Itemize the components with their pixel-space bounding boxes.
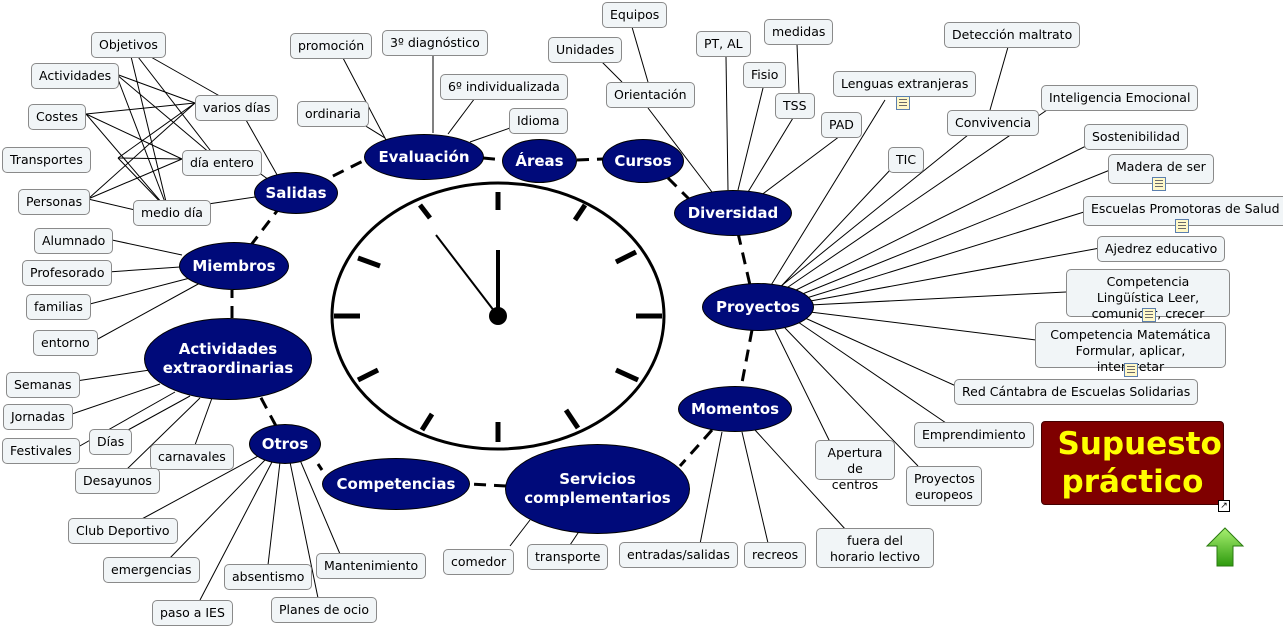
leaf-equipos[interactable]: Equipos xyxy=(602,2,668,28)
leaf-entorno[interactable]: entorno xyxy=(33,330,98,356)
leaf-sostenibilidad[interactable]: Sostenibilidad xyxy=(1084,124,1188,150)
leaf-pt-al[interactable]: PT, AL xyxy=(696,31,751,57)
note-icon[interactable] xyxy=(1124,363,1138,377)
leaf-mantenimiento[interactable]: Mantenimiento xyxy=(316,553,427,579)
hub-areas[interactable]: Áreas xyxy=(502,139,577,183)
leaf-absentismo[interactable]: absentismo xyxy=(224,564,313,590)
leaf-alumnado[interactable]: Alumnado xyxy=(34,228,114,254)
leaf-ajedrez-educativo[interactable]: Ajedrez educativo xyxy=(1097,236,1226,262)
leaf-6-individualizada[interactable]: 6º individualizada xyxy=(440,74,568,100)
up-arrow-icon[interactable] xyxy=(1205,526,1245,568)
hub-competencias[interactable]: Competencias xyxy=(322,458,470,510)
leaf-planes-de-ocio[interactable]: Planes de ocio xyxy=(271,597,378,623)
leaf-tss[interactable]: TSS xyxy=(775,93,815,119)
leaf-comedor[interactable]: comedor xyxy=(443,549,515,575)
clock-icon xyxy=(330,181,666,451)
hub-salidas[interactable]: Salidas xyxy=(254,172,338,214)
leaf-red-cantabra[interactable]: Red Cántabra de Escuelas Solidarias xyxy=(954,379,1199,405)
hub-cursos[interactable]: Cursos xyxy=(602,139,684,183)
leaf-proyectos-europeos[interactable]: Proyectos europeos xyxy=(906,466,982,506)
hub-otros[interactable]: Otros xyxy=(249,424,321,464)
leaf-promocion[interactable]: promoción xyxy=(290,33,373,59)
leaf-competencia-matematica[interactable]: Competencia Matemática Formular, aplicar… xyxy=(1035,322,1226,374)
hub-diversidad[interactable]: Diversidad xyxy=(674,190,792,236)
note-icon[interactable] xyxy=(896,96,910,110)
leaf-actividades[interactable]: Actividades xyxy=(31,63,120,89)
leaf-festivales[interactable]: Festivales xyxy=(2,438,80,464)
leaf-apertura-de-centros[interactable]: Apertura de centros xyxy=(815,440,895,492)
leaf-3-diagnostico[interactable]: 3º diagnóstico xyxy=(382,30,488,56)
supuesto-practico-label: Supuesto práctico xyxy=(1057,426,1222,500)
leaf-tic[interactable]: TIC xyxy=(888,147,925,173)
leaf-medidas[interactable]: medidas xyxy=(764,19,834,45)
leaf-objetivos[interactable]: Objetivos xyxy=(91,32,166,58)
hub-proyectos[interactable]: Proyectos xyxy=(702,283,814,331)
leaf-inteligencia-emocional[interactable]: Inteligencia Emocional xyxy=(1041,85,1199,111)
leaf-costes[interactable]: Costes xyxy=(28,104,86,130)
leaf-transporte[interactable]: transporte xyxy=(527,544,609,570)
leaf-dias[interactable]: Días xyxy=(89,429,133,455)
leaf-ordinaria[interactable]: ordinaria xyxy=(297,101,369,127)
hub-miembros[interactable]: Miembros xyxy=(179,242,289,290)
leaf-familias[interactable]: familias xyxy=(26,294,91,320)
leaf-convivencia[interactable]: Convivencia xyxy=(947,110,1040,136)
leaf-recreos[interactable]: recreos xyxy=(744,542,807,568)
leaf-carnavales[interactable]: carnavales xyxy=(150,444,234,470)
note-icon[interactable] xyxy=(1142,308,1156,322)
note-icon[interactable] xyxy=(1175,219,1189,233)
leaf-competencia-linguistica[interactable]: Competencia Lingüística Leer, comunicar,… xyxy=(1066,269,1230,321)
leaf-fuera-del-horario-lectivo[interactable]: fuera del horario lectivo xyxy=(816,528,934,568)
leaf-lenguas-extranjeras[interactable]: Lenguas extranjeras xyxy=(833,71,977,97)
leaf-fisio[interactable]: Fisio xyxy=(743,62,787,88)
leaf-club-deportivo[interactable]: Club Deportivo xyxy=(68,518,178,544)
leaf-idioma[interactable]: Idioma xyxy=(509,108,568,134)
leaf-profesorado[interactable]: Profesorado xyxy=(22,260,113,286)
leaf-medio-dia[interactable]: medio día xyxy=(133,200,211,226)
leaf-paso-a-ies[interactable]: paso a IES xyxy=(152,600,233,626)
leaf-dia-entero[interactable]: día entero xyxy=(182,150,262,176)
leaf-varios-dias[interactable]: varios días xyxy=(195,95,279,121)
leaf-semanas[interactable]: Semanas xyxy=(6,372,80,398)
leaf-personas[interactable]: Personas xyxy=(18,189,91,215)
hub-momentos[interactable]: Momentos xyxy=(678,386,792,432)
link-icon[interactable]: ↗ xyxy=(1218,500,1230,512)
leaf-unidades[interactable]: Unidades xyxy=(548,37,623,63)
leaf-deteccion-maltrato[interactable]: Detección maltrato xyxy=(944,22,1081,48)
leaf-desayunos[interactable]: Desayunos xyxy=(75,468,160,494)
note-icon[interactable] xyxy=(1152,177,1166,191)
hub-actividades-extraordinarias[interactable]: Actividades extraordinarias xyxy=(144,318,312,400)
supuesto-practico-button[interactable]: Supuesto práctico xyxy=(1041,421,1224,505)
leaf-jornadas[interactable]: Jornadas xyxy=(3,404,73,430)
leaf-entradas-salidas[interactable]: entradas/salidas xyxy=(619,542,738,568)
leaf-transportes[interactable]: Transportes xyxy=(2,147,91,173)
leaf-emprendimiento[interactable]: Emprendimiento xyxy=(914,422,1034,448)
hub-evaluacion[interactable]: Evaluación xyxy=(364,134,484,180)
leaf-emergencias[interactable]: emergencias xyxy=(103,557,200,583)
leaf-orientacion[interactable]: Orientación xyxy=(606,82,695,108)
hub-servicios[interactable]: Servicios complementarios xyxy=(505,444,690,534)
leaf-pad[interactable]: PAD xyxy=(821,112,862,138)
